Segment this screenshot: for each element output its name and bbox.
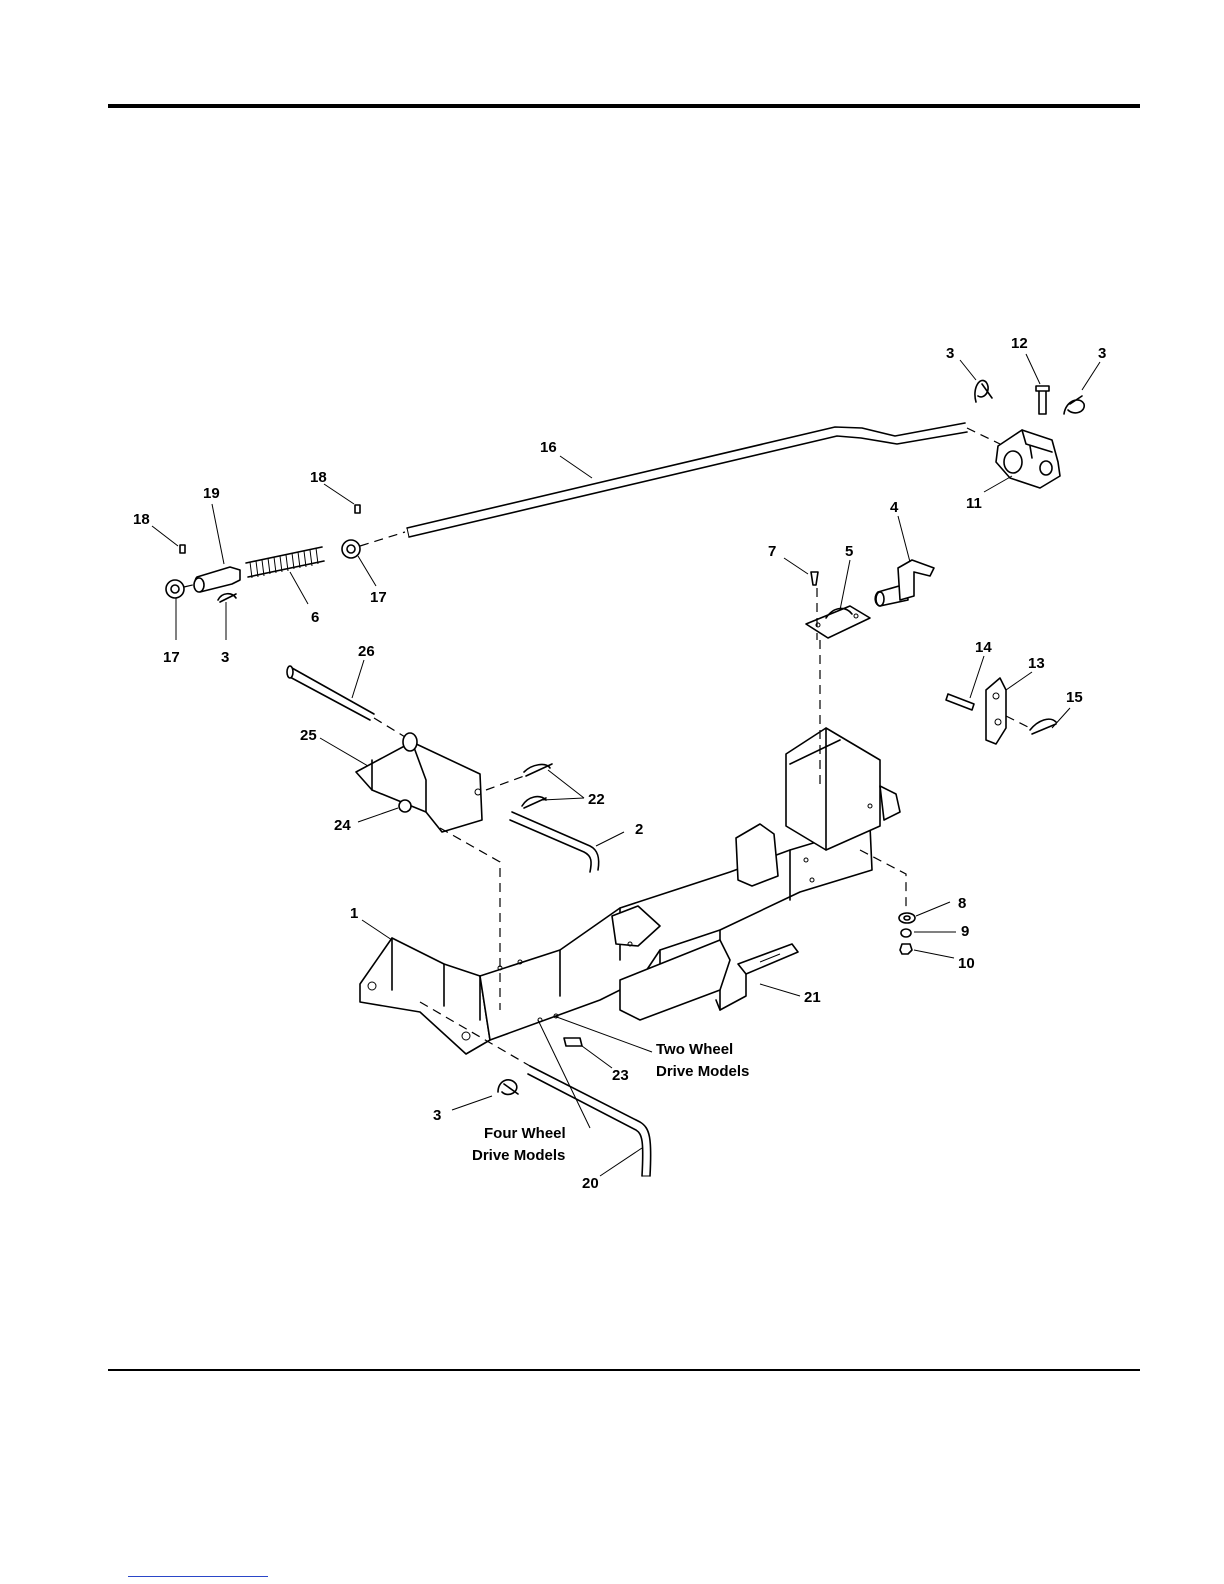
note-four-wheel-line2: Drive Models — [472, 1147, 565, 1164]
callout-25: 25 — [300, 727, 317, 744]
callout-26: 26 — [358, 643, 375, 660]
callout-10: 10 — [958, 955, 975, 972]
footer-rule — [108, 1369, 1140, 1371]
part-4-pivot — [875, 560, 934, 606]
callout-1: 1 — [350, 905, 358, 922]
part-3-clip-mid — [218, 594, 236, 602]
callout-2: 2 — [635, 821, 643, 838]
part-26-rod — [287, 666, 374, 720]
part-10-nut — [900, 944, 912, 954]
callout-21: 21 — [804, 989, 821, 1006]
callout-4: 4 — [890, 499, 899, 516]
callout-18-left: 18 — [133, 511, 150, 528]
part-24-nut — [399, 800, 411, 812]
part-3-clip-lower — [498, 1080, 518, 1095]
callout-7: 7 — [768, 543, 776, 560]
note-two-wheel-line1: Two Wheel — [656, 1041, 733, 1058]
part-12-pin — [1036, 386, 1049, 414]
footer-link-underline[interactable] — [128, 1576, 268, 1577]
callout-18-upper: 18 — [310, 469, 327, 486]
part-18-pin-left — [180, 545, 185, 553]
part-16-rod — [407, 423, 967, 537]
part-3-clip-top-left — [975, 380, 992, 402]
part-25-bracket — [356, 733, 482, 832]
callout-3-top-right: 3 — [1098, 345, 1106, 362]
part-18-pin-right — [355, 505, 360, 513]
callout-6: 6 — [311, 609, 319, 626]
callout-8: 8 — [958, 895, 966, 912]
callout-9: 9 — [961, 923, 969, 940]
callout-24: 24 — [334, 817, 351, 834]
callout-17-right: 17 — [370, 589, 387, 606]
callout-15: 15 — [1066, 689, 1083, 706]
callout-14: 14 — [975, 639, 992, 656]
part-15-clip — [1030, 719, 1056, 734]
callout-5: 5 — [845, 543, 853, 560]
callout-22: 22 — [588, 791, 605, 808]
callout-12: 12 — [1011, 335, 1028, 352]
part-14-pin — [946, 694, 974, 710]
part-3-clip-top-right — [1064, 396, 1084, 414]
part-22-pin-b — [522, 797, 546, 808]
callout-20: 20 — [582, 1175, 599, 1192]
callout-17-left: 17 — [163, 649, 180, 666]
callout-3-mid: 3 — [221, 649, 229, 666]
part-2-rod — [510, 812, 599, 872]
part-21-bracket — [716, 944, 798, 1010]
part-22-pin-a — [524, 764, 552, 776]
callout-16: 16 — [540, 439, 557, 456]
note-four-wheel-line1: Four Wheel — [484, 1125, 566, 1142]
part-17-washer-left — [166, 580, 184, 598]
note-two-wheel-line2: Drive Models — [656, 1063, 749, 1080]
part-13-plate — [986, 678, 1006, 744]
part-6-spring — [246, 547, 324, 578]
callout-23: 23 — [612, 1067, 629, 1084]
part-7-screw — [811, 572, 818, 585]
callout-19: 19 — [203, 485, 220, 502]
part-19-yoke — [194, 567, 240, 592]
part-23-bolt — [564, 1038, 582, 1046]
callout-3-lower: 3 — [433, 1107, 441, 1124]
callout-13: 13 — [1028, 655, 1045, 672]
part-8-washer — [899, 913, 915, 923]
callout-3-top-left: 3 — [946, 345, 954, 362]
part-9-lockwasher — [901, 929, 911, 937]
callout-11: 11 — [966, 495, 982, 512]
part-17-washer-right — [342, 540, 360, 558]
part-5-plate — [806, 606, 870, 638]
